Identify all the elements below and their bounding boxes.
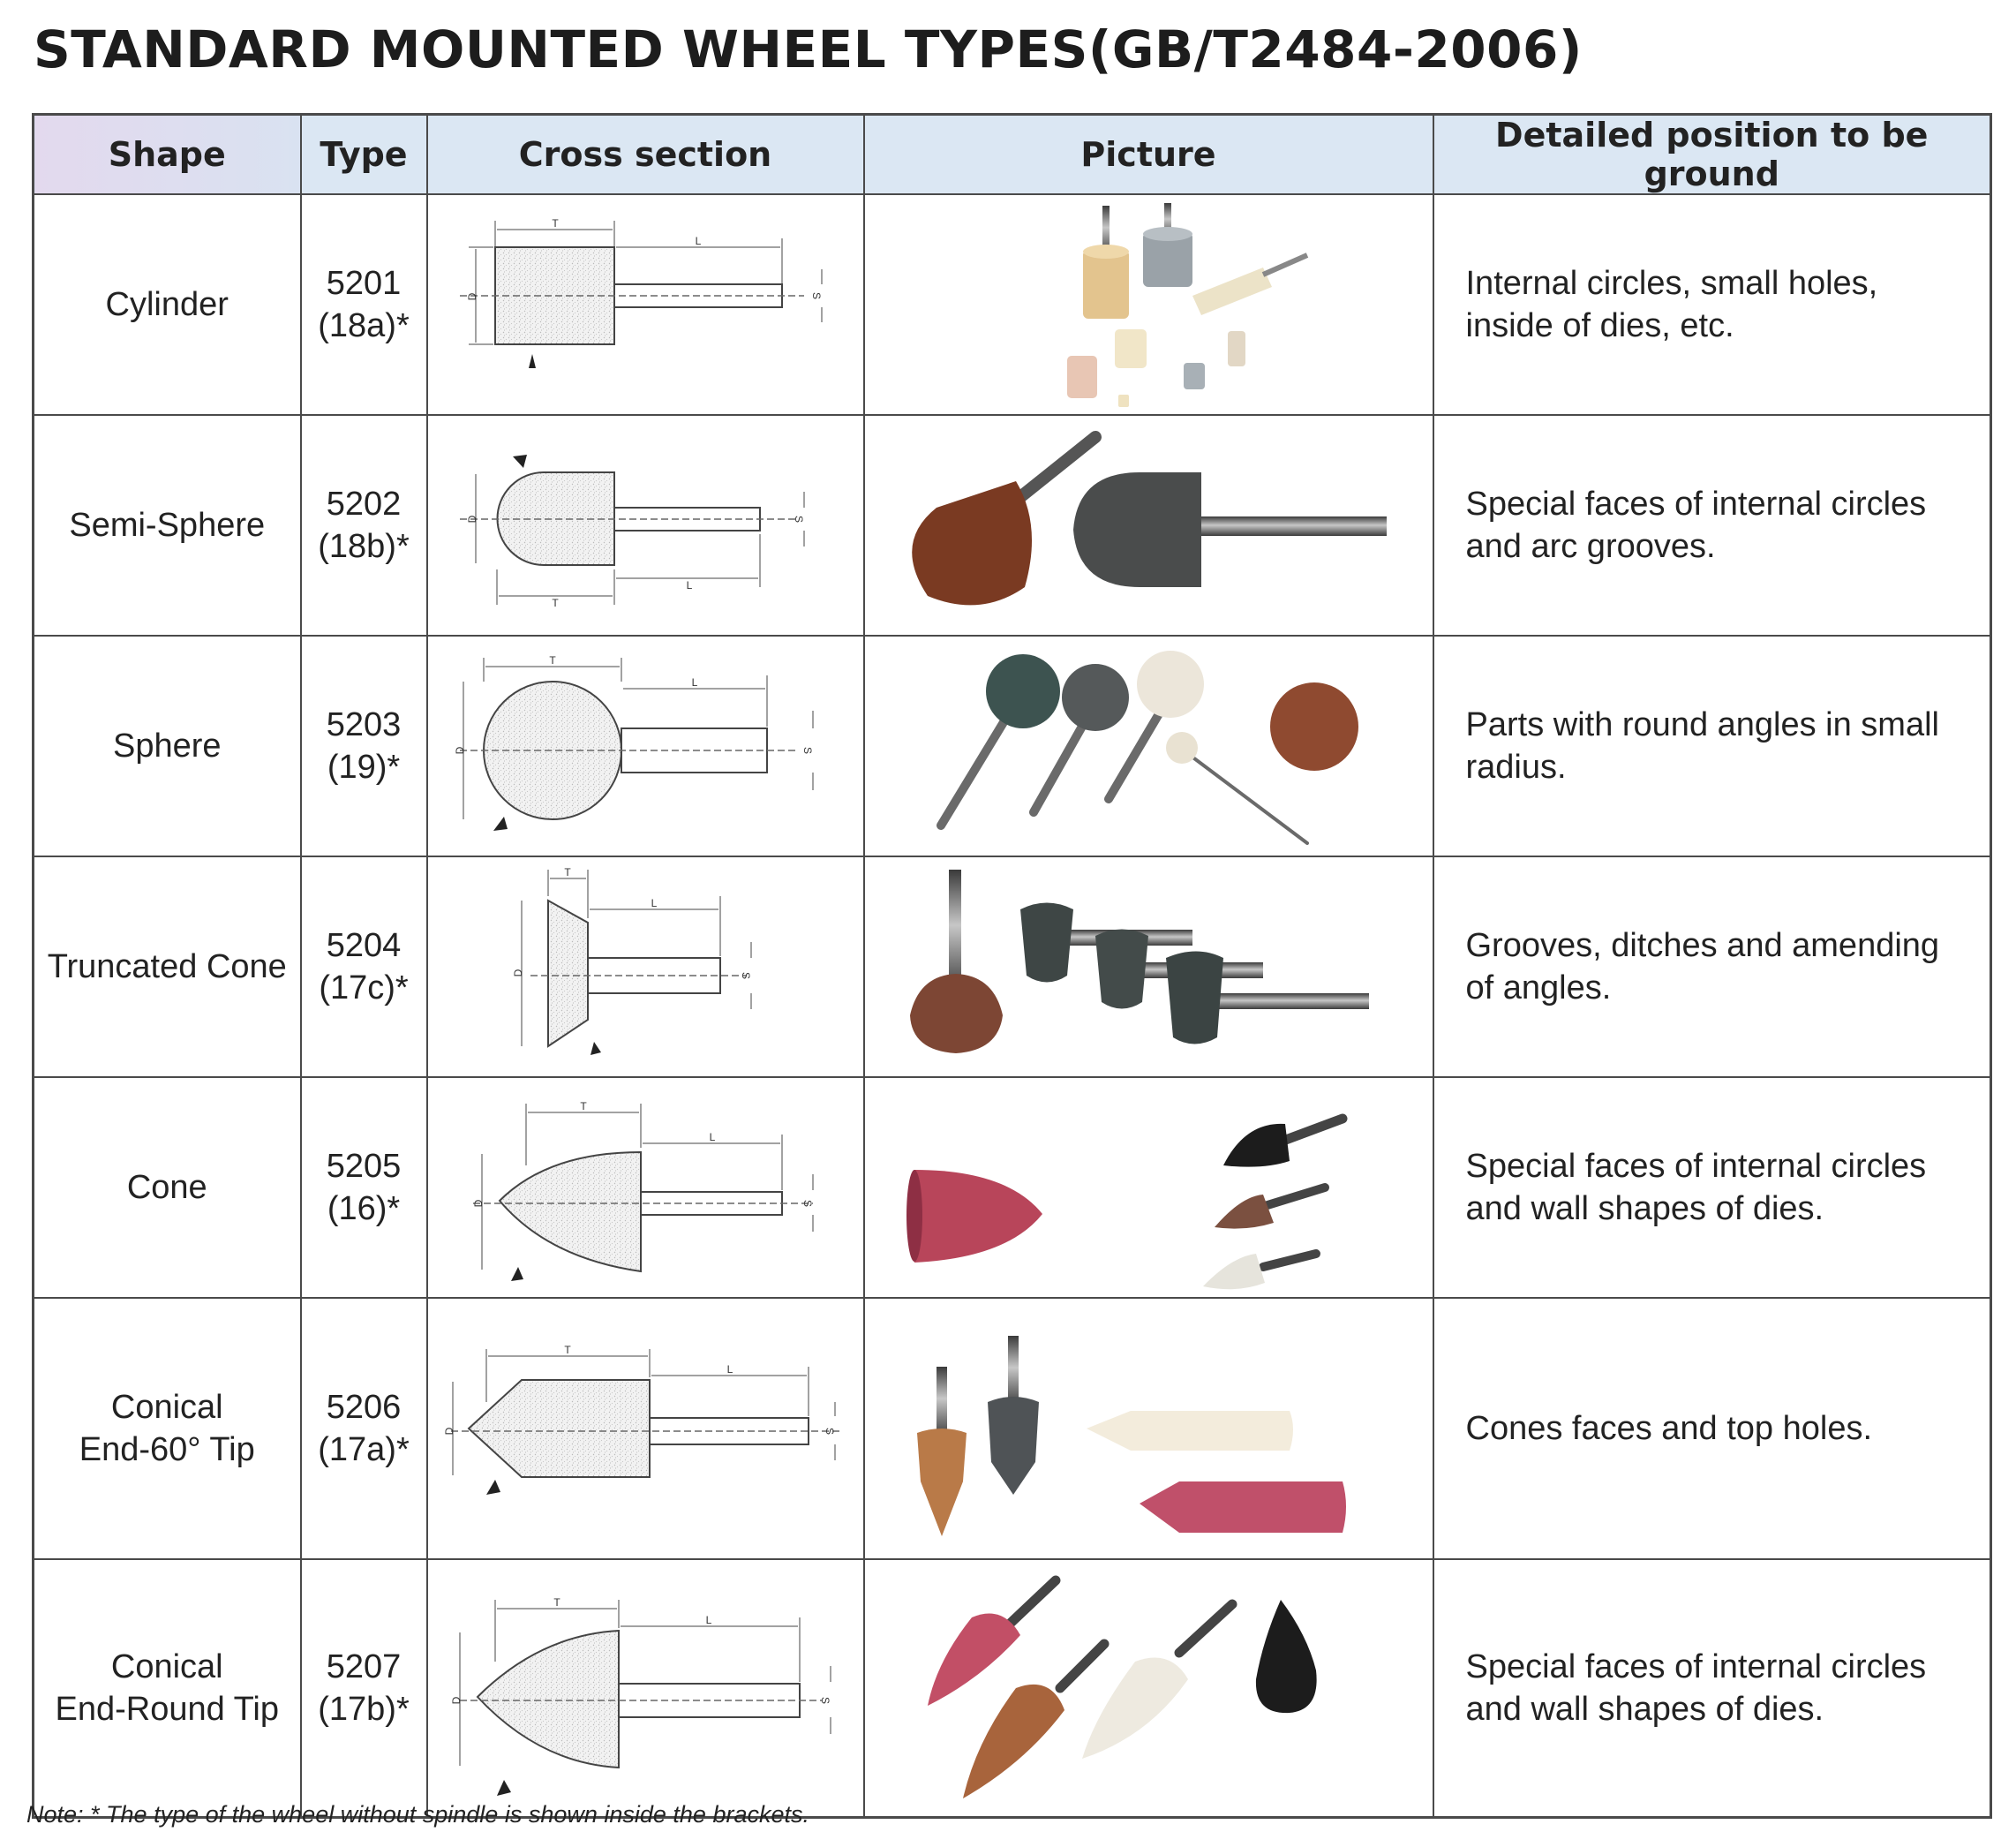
dim-label-d: D	[466, 292, 478, 300]
dim-label-s: S	[801, 1200, 814, 1207]
dim-label-t: T	[553, 1596, 560, 1609]
shape-cell: Cone	[32, 1076, 302, 1299]
dim-label-s: S	[740, 972, 752, 979]
wheel-types-table-wrapper: Shape Type Cross section Picture Detaile…	[32, 113, 1992, 1819]
table-row-conical-end-60-tip: Conical End-60° Tip 5206 (17a)* T L D S	[32, 1297, 1992, 1560]
dim-label-s: S	[801, 747, 814, 754]
dim-label-s: S	[793, 516, 805, 523]
dim-label-s: S	[810, 292, 823, 299]
table-row-conical-end-round-tip: Conical End-Round Tip 5207 (17b)* T L D …	[32, 1558, 1992, 1818]
table-row-semi-sphere: Semi-Sphere 5202 (18b)* D T L S	[32, 414, 1992, 637]
dim-label-d: D	[466, 515, 478, 523]
dim-label-t: T	[580, 1100, 587, 1112]
dim-label-t: T	[552, 217, 559, 230]
picture-cell	[862, 856, 1434, 1078]
cone-cross-section-diagram: T L D S	[472, 1100, 814, 1281]
cylinder-cross-section-diagram: T L D S	[460, 217, 823, 368]
type-cell: 5201 (18a)*	[299, 193, 428, 416]
type-cell: 5203 (19)*	[299, 635, 428, 857]
header-type: Type	[299, 113, 428, 195]
truncated-cone-wheels-photo	[910, 870, 1369, 1053]
shape-cell: Truncated Cone	[32, 856, 302, 1078]
type-cell: 5204 (17c)*	[299, 856, 428, 1078]
conical-end-round-wheels-photo	[928, 1575, 1317, 1798]
picture-cell	[862, 414, 1434, 637]
footnote: Note: * The type of the wheel without sp…	[26, 1801, 809, 1828]
truncated-cone-cross-section-diagram: T L D S	[512, 866, 752, 1055]
picture-cell	[862, 1297, 1434, 1560]
table-row-cylinder: Cylinder 5201 (18a)* T L D S	[32, 193, 1992, 416]
picture-cell	[862, 1558, 1434, 1818]
picture-cell	[862, 193, 1434, 416]
picture-cell	[862, 635, 1434, 857]
dim-label-d: D	[450, 1696, 463, 1704]
dim-label-d: D	[512, 969, 524, 976]
header-picture: Picture	[862, 113, 1434, 195]
detail-cell: Cones faces and top holes.	[1432, 1297, 1992, 1560]
detail-cell: Special faces of internal circles and wa…	[1432, 1076, 1992, 1299]
dim-label-l: L	[727, 1363, 733, 1376]
cone-wheels-photo	[906, 1113, 1348, 1290]
dim-label-l: L	[710, 1131, 716, 1143]
dim-label-t: T	[564, 866, 571, 878]
sphere-cross-section-diagram: T L D S	[454, 654, 814, 831]
header-detail: Detailed position to be ground	[1432, 113, 1992, 195]
detail-cell: Special faces of internal circles and wa…	[1432, 1558, 1992, 1818]
dim-label-l: L	[687, 579, 693, 592]
dim-label-l: L	[706, 1614, 712, 1626]
picture-cell	[862, 1076, 1434, 1299]
semi-sphere-cross-section-diagram: D T L S	[460, 455, 805, 609]
dim-label-t: T	[564, 1344, 571, 1356]
page-title: STANDARD MOUNTED WHEEL TYPES(GB/T2484-20…	[34, 19, 1583, 79]
detail-cell: Internal circles, small holes, inside of…	[1432, 193, 1992, 416]
dim-label-t: T	[552, 597, 559, 609]
shape-cell: Sphere	[32, 635, 302, 857]
dim-label-s: S	[819, 1697, 831, 1704]
dim-label-d: D	[443, 1427, 455, 1435]
cross-section-cell: T L D S	[425, 1076, 865, 1299]
cross-section-cell: T L D S	[425, 1297, 865, 1560]
conical-end-round-cross-section-diagram: T L D S	[450, 1596, 831, 1796]
semi-sphere-wheels-photo	[912, 431, 1387, 606]
cross-section-cell: T L D S	[425, 1558, 865, 1818]
table-row-truncated-cone: Truncated Cone 5204 (17c)* T L D S	[32, 856, 1992, 1078]
header-shape: Shape	[32, 113, 302, 195]
cross-section-cell: T L D S	[425, 193, 865, 416]
detail-cell: Special faces of internal circles and ar…	[1432, 414, 1992, 637]
table-row-cone: Cone 5205 (16)* T L D S	[32, 1076, 1992, 1299]
cylinder-wheels-photo	[1067, 203, 1309, 407]
detail-cell: Parts with round angles in small radius.	[1432, 635, 1992, 857]
dim-label-d: D	[454, 746, 466, 754]
sphere-wheels-photo	[937, 651, 1358, 845]
cross-section-cell: D T L S	[425, 414, 865, 637]
wheel-types-table: Shape Type Cross section Picture Detaile…	[32, 113, 1992, 1819]
type-cell: 5206 (17a)*	[299, 1297, 428, 1560]
type-cell: 5205 (16)*	[299, 1076, 428, 1299]
dim-label-l: L	[651, 897, 658, 909]
type-cell: 5207 (17b)*	[299, 1558, 428, 1818]
shape-cell: Conical End-60° Tip	[32, 1297, 302, 1560]
dim-label-d: D	[472, 1199, 485, 1207]
detail-cell: Grooves, ditches and amending of angles.	[1432, 856, 1992, 1078]
conical-end-60-wheels-photo	[917, 1336, 1346, 1536]
dim-label-l: L	[696, 235, 702, 247]
dim-label-t: T	[549, 654, 556, 667]
type-cell: 5202 (18b)*	[299, 414, 428, 637]
shape-cell: Semi-Sphere	[32, 414, 302, 637]
conical-end-60-cross-section-diagram: T L D S	[443, 1344, 839, 1495]
shape-cell: Conical End-Round Tip	[32, 1558, 302, 1818]
dim-label-s: S	[824, 1428, 836, 1435]
header-cross-section: Cross section	[425, 113, 865, 195]
cross-section-cell: T L D S	[425, 856, 865, 1078]
dim-label-l: L	[692, 676, 698, 689]
header-row: Shape Type Cross section Picture Detaile…	[32, 113, 1992, 195]
table-row-sphere: Sphere 5203 (19)* T L D S	[32, 635, 1992, 857]
cross-section-cell: T L D S	[425, 635, 865, 857]
shape-cell: Cylinder	[32, 193, 302, 416]
